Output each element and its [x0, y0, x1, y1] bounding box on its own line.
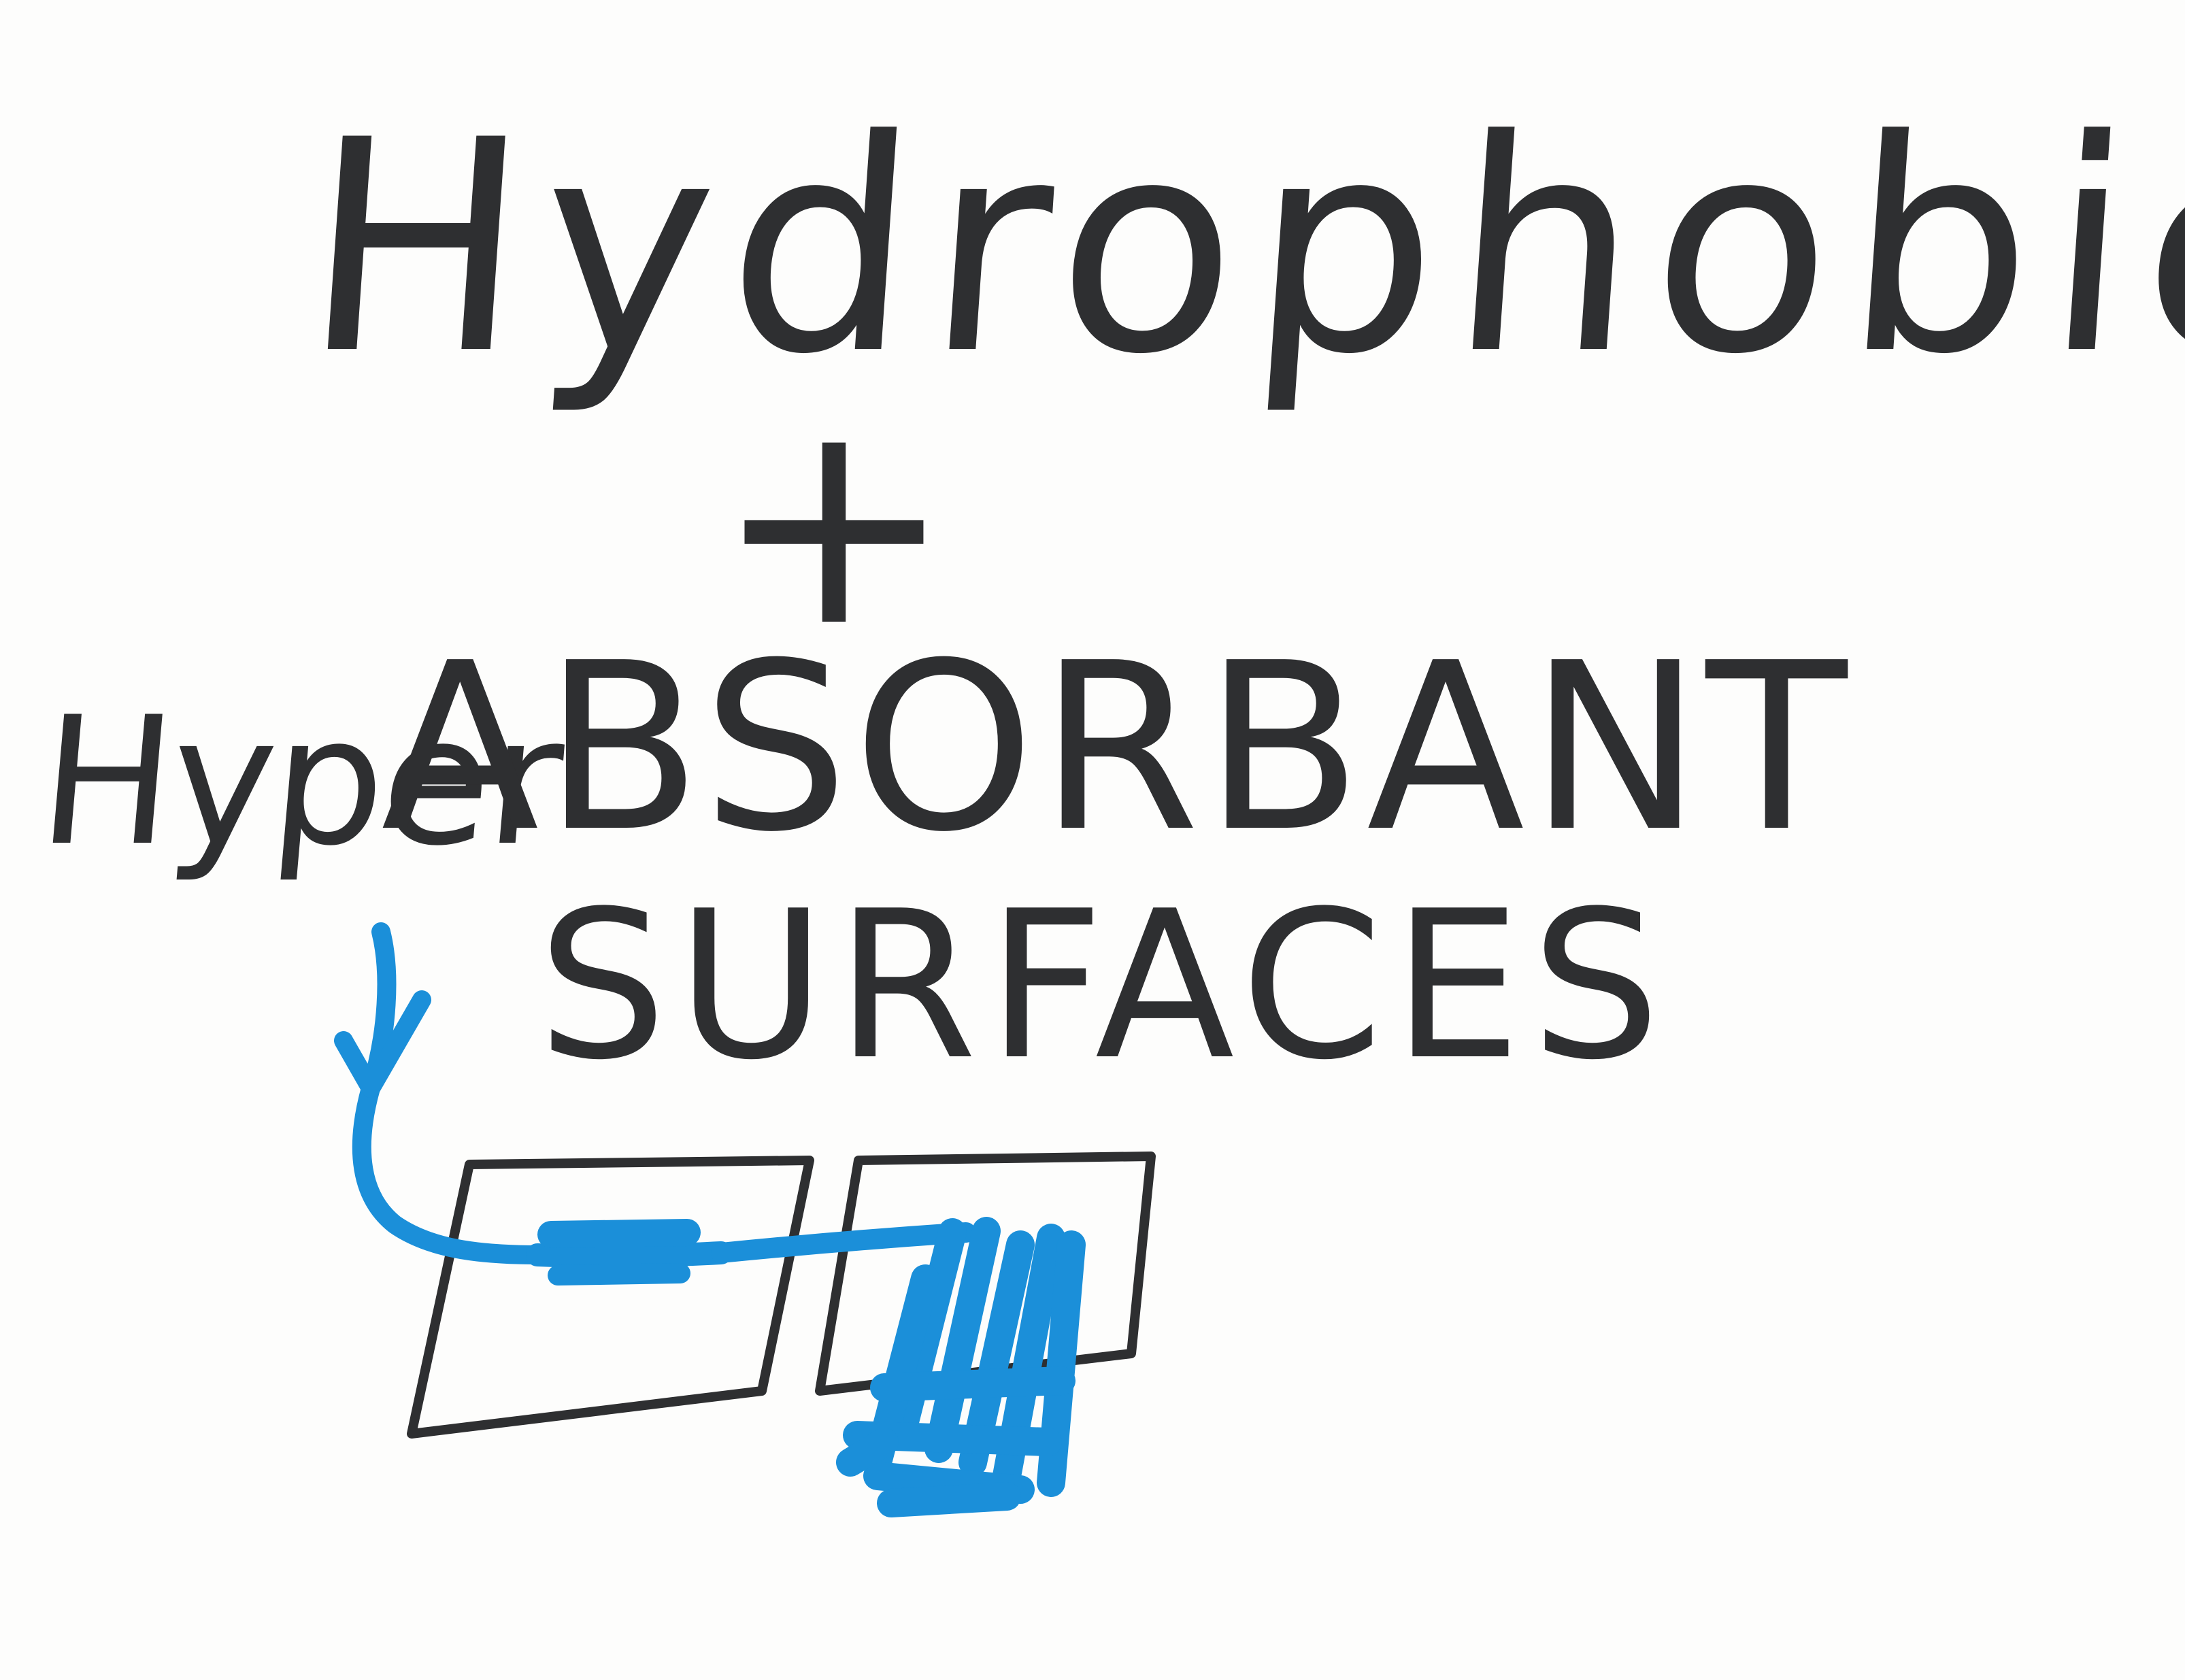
- absorbed-water-blob: [836, 1217, 1086, 1517]
- plus-sign: +: [714, 357, 954, 690]
- word-surfaces: SURFACES: [537, 867, 1670, 1105]
- absorbant-surface-panel: [815, 1152, 1156, 1396]
- hydrophobic-surface-panel: [407, 1156, 814, 1439]
- water-arrow-icon: [334, 922, 547, 1264]
- word-absorbant: ABSORBANT: [381, 614, 1852, 883]
- water-flow-streak: [526, 1219, 976, 1286]
